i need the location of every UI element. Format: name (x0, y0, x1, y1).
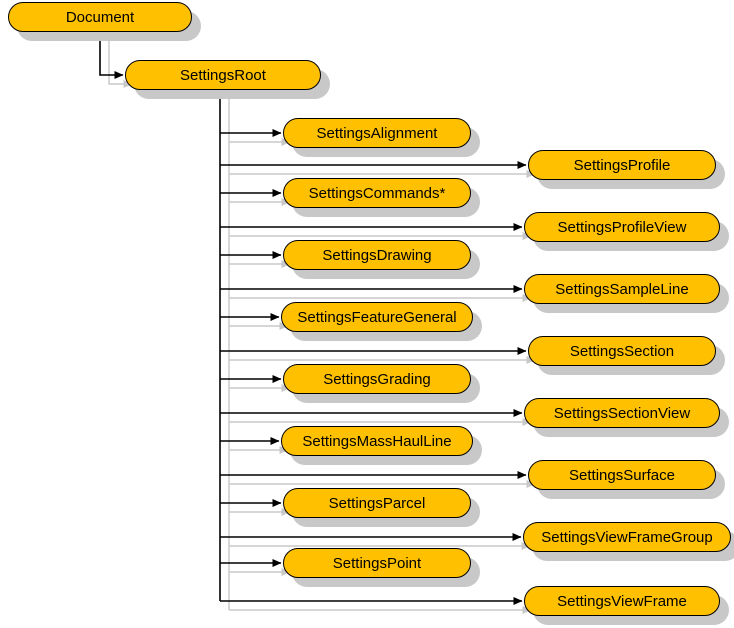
class-node-settingsviewframe[interactable]: SettingsViewFrame (524, 586, 720, 616)
class-node-label: SettingsSampleLine (555, 280, 689, 298)
class-node-settingsmasshaulline[interactable]: SettingsMassHaulLine (281, 426, 473, 456)
class-node-settingsprofile[interactable]: SettingsProfile (528, 150, 716, 180)
class-node-label: SettingsSectionView (553, 404, 691, 422)
class-node-label: SettingsFeatureGeneral (297, 308, 457, 326)
class-node-settingssampleline[interactable]: SettingsSampleLine (524, 274, 720, 304)
class-node-label: SettingsGrading (323, 370, 431, 388)
class-node-settingspoint[interactable]: SettingsPoint (283, 548, 471, 578)
class-node-label: SettingsRoot (180, 66, 266, 84)
class-node-label: SettingsSurface (569, 466, 675, 484)
class-node-settingsroot[interactable]: SettingsRoot (125, 60, 321, 90)
class-node-settingsviewframegroup[interactable]: SettingsViewFrameGroup (523, 522, 731, 552)
class-node-settingsdrawing[interactable]: SettingsDrawing (283, 240, 471, 270)
class-node-label: SettingsCommands* (308, 184, 446, 202)
class-node-settingsgrading[interactable]: SettingsGrading (283, 364, 471, 394)
class-node-label: SettingsPoint (332, 554, 422, 572)
class-node-settingssection[interactable]: SettingsSection (528, 336, 716, 366)
class-node-label: SettingsMassHaulLine (302, 432, 452, 450)
class-node-label: SettingsProfileView (557, 218, 687, 236)
class-node-settingsprofileview[interactable]: SettingsProfileView (524, 212, 720, 242)
class-node-label: SettingsProfile (573, 156, 671, 174)
class-node-settingsalignment[interactable]: SettingsAlignment (283, 118, 471, 148)
class-node-settingssectionview[interactable]: SettingsSectionView (524, 398, 720, 428)
edge-line-group (99, 32, 527, 605)
class-node-settingsfeaturegeneral[interactable]: SettingsFeatureGeneral (281, 302, 473, 332)
class-node-label: SettingsSection (569, 342, 675, 360)
class-node-label: Document (65, 8, 135, 26)
class-node-label: SettingsViewFrameGroup (541, 528, 713, 546)
class-node-label: SettingsParcel (328, 494, 426, 512)
class-node-label: SettingsDrawing (322, 246, 432, 264)
class-node-settingsparcel[interactable]: SettingsParcel (283, 488, 471, 518)
edge-document-settingsroot (99, 32, 124, 79)
class-node-settingssurface[interactable]: SettingsSurface (528, 460, 716, 490)
class-node-label: SettingsViewFrame (557, 592, 687, 610)
edge-shadow-group (108, 41, 536, 614)
class-node-label: SettingsAlignment (316, 124, 438, 142)
class-node-settingscommands[interactable]: SettingsCommands* (283, 178, 471, 208)
edge-shadow-document-settingsroot (108, 41, 133, 88)
class-node-document[interactable]: Document (8, 2, 192, 32)
